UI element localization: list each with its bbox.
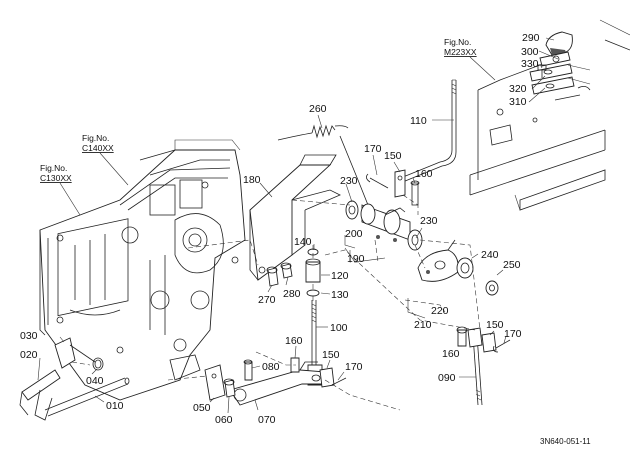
clip-150-lower-right (481, 332, 497, 353)
part-number: 030 (20, 330, 38, 342)
part-number: 170 (345, 361, 363, 373)
part-number: 150 (322, 349, 340, 361)
part-number: 190 (347, 253, 365, 265)
bolt-270 (266, 266, 279, 287)
o-ring-040 (92, 357, 104, 371)
fig-ref-code: C130XX (40, 173, 72, 183)
part-number: 120 (331, 270, 349, 282)
part-number: 320 (509, 83, 527, 95)
fig-ref-m223: Fig.No. M223XX (444, 37, 496, 81)
part-number: 060 (215, 414, 233, 426)
part-number: 020 (20, 349, 38, 361)
part-number: 290 (522, 32, 540, 44)
spring-260 (277, 124, 371, 211)
shift-fork-020 (19, 369, 61, 421)
part-number: 240 (481, 249, 499, 261)
part-number: 160 (415, 168, 433, 180)
washer-130 (306, 289, 320, 297)
part-number: 270 (258, 294, 276, 306)
part-number: 040 (86, 375, 104, 387)
fig-ref-c130: Fig.No. C130XX (40, 163, 81, 216)
part-number: 200 (345, 228, 363, 240)
pin-160-lower-right (456, 326, 468, 347)
spacer-120 (305, 258, 321, 283)
bracket-180 (249, 154, 341, 281)
part-number: 280 (283, 288, 301, 300)
part-number: 140 (294, 236, 312, 248)
leader-lines (37, 37, 559, 414)
part-number: 330 (521, 58, 539, 70)
bolt-330 (537, 64, 547, 78)
part-number: 170 (364, 143, 382, 155)
shaft-010 (44, 377, 130, 417)
group-bracket-210 (407, 298, 426, 319)
fig-ref-label: Fig.No. (444, 37, 471, 47)
part-number: 010 (106, 400, 124, 412)
part-number: 300 (521, 46, 539, 58)
pin-080 (243, 359, 253, 381)
part-number: 210 (414, 319, 432, 331)
part-number: 230 (420, 215, 438, 227)
part-number: 070 (258, 414, 276, 426)
shaft-assembly (345, 200, 423, 251)
part-number: 150 (384, 150, 402, 162)
washer-250 (485, 280, 499, 296)
part-number: 230 (340, 175, 358, 187)
part-number: 220 (431, 305, 449, 317)
fig-ref-code: C140XX (82, 143, 114, 153)
fig-ref-code: M223XX (444, 47, 477, 57)
part-number: 080 (262, 361, 280, 373)
shift-arm-030 (54, 337, 96, 369)
part-number: 100 (330, 322, 348, 334)
arm-220 (417, 239, 459, 282)
part-number: 110 (410, 115, 427, 127)
part-labels: 260 290 300 330 320 310 110 170 150 160 … (20, 32, 540, 426)
fig-ref-c140: Fig.No. C140XX (82, 133, 129, 186)
part-number: 130 (331, 289, 349, 301)
part-number: 160 (285, 335, 303, 347)
group-bracket-200 (344, 235, 356, 249)
rod-090 (467, 327, 483, 406)
group-bracket-190 (344, 247, 386, 263)
cotter-170-upper (366, 173, 389, 189)
bracket-050 (204, 364, 226, 401)
transmission-case (39, 139, 246, 401)
part-number: 260 (309, 103, 327, 115)
part-number: 090 (438, 372, 456, 384)
bolt-060 (223, 378, 236, 398)
part-number: 250 (503, 259, 521, 271)
assembly-lines (71, 194, 481, 411)
bushing-240 (456, 257, 474, 279)
fig-ref-label: Fig.No. (40, 163, 67, 173)
bolt-280 (280, 262, 293, 279)
cotter-170-lower-right (493, 339, 511, 353)
fig-ref-label: Fig.No. (82, 133, 109, 143)
drawing-code: 3N640-051-11 (540, 437, 591, 446)
lever-rod-110 (394, 79, 457, 185)
part-number: 050 (193, 402, 211, 414)
lever-knob (545, 31, 573, 56)
part-number: 180 (243, 174, 261, 186)
cotter-170-lower (331, 377, 347, 386)
part-number: 170 (504, 328, 522, 340)
part-number: 160 (442, 348, 460, 360)
fender-panel (469, 19, 630, 211)
clip-150-lower (319, 367, 335, 388)
bracket-150-upper (394, 169, 406, 198)
part-number: 150 (486, 319, 504, 331)
lever-guide-plates (529, 51, 591, 95)
part-number: 310 (509, 96, 527, 108)
